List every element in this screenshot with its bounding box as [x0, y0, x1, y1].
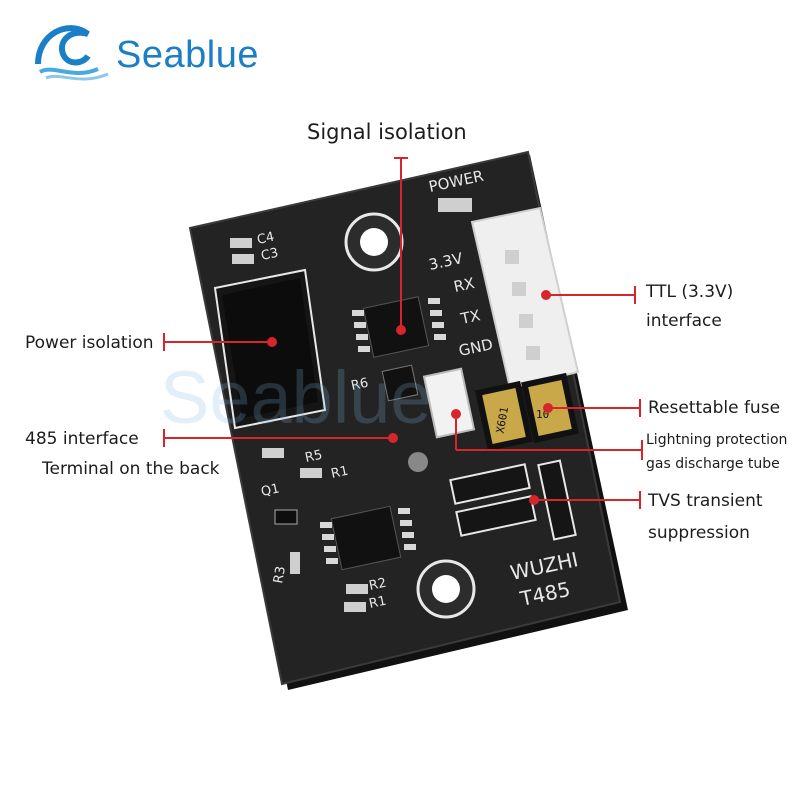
callout-points: [267, 290, 553, 505]
seablue-logo: Seablue: [28, 14, 258, 84]
svg-text:X601: X601: [494, 406, 511, 434]
small-components: [230, 198, 472, 612]
callout-lines: [163, 157, 643, 509]
mounting-hole-top: [344, 212, 404, 272]
brand-name: Seablue: [116, 34, 259, 76]
svg-text:R2: R2: [368, 576, 388, 594]
transceiver-chip: [320, 505, 416, 571]
signal-isolation-chip: [352, 296, 446, 358]
watermark: Seablue: [160, 356, 432, 439]
svg-text:RX: RX: [452, 274, 476, 296]
wave-logo-icon: [35, 25, 109, 81]
ttl-connector: [470, 206, 580, 390]
callout-power-isolation: Power isolation: [25, 333, 154, 353]
svg-text:R5: R5: [304, 448, 324, 466]
svg-text:R6: R6: [350, 376, 370, 394]
callout-ttl-line1: TTL (3.3V): [646, 282, 734, 302]
svg-text:Q1: Q1: [260, 481, 281, 500]
callout-ttl-line2: interface: [646, 311, 722, 331]
svg-text:TX: TX: [458, 306, 482, 328]
callout-lightning-line2: gas discharge tube: [646, 456, 780, 472]
callout-resettable-fuse: Resettable fuse: [648, 398, 781, 418]
callout-lightning-line1: Lightning protection: [646, 432, 788, 448]
mounting-hole-bottom: [416, 559, 476, 619]
resettable-fuses: X601 10: [475, 372, 579, 452]
callout-485-interface: 485 interface: [25, 429, 139, 449]
callout-signal-isolation: Signal isolation: [307, 120, 467, 144]
svg-text:R3: R3: [271, 565, 289, 585]
svg-text:R1: R1: [368, 594, 388, 612]
svg-text:C3: C3: [260, 246, 280, 264]
callout-terminal-back: Terminal on the back: [42, 459, 220, 479]
callout-tvs-line1: TVS transient: [648, 491, 763, 511]
callout-tvs-line2: suppression: [648, 523, 750, 543]
power-isolation-module: [213, 268, 327, 430]
svg-text:C4: C4: [256, 230, 276, 248]
svg-text:R1: R1: [330, 464, 350, 482]
